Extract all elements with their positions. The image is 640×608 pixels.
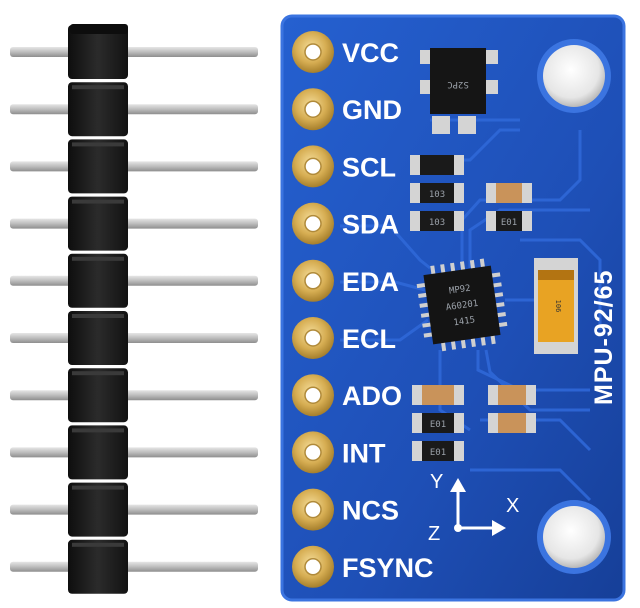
pin-pad-ecl bbox=[292, 317, 334, 359]
pin-label-gnd: GND bbox=[342, 95, 402, 125]
pin-pad-sda bbox=[292, 202, 334, 245]
mpu-marking-line3: 1415 bbox=[453, 315, 476, 328]
pin-label-vcc: VCC bbox=[342, 38, 399, 68]
resistor-marking-e: E01 bbox=[430, 448, 446, 458]
pin-label-ncs: NCS bbox=[342, 496, 399, 526]
smd-resistor-5: E01 bbox=[412, 413, 464, 433]
header-pin-ado bbox=[10, 368, 258, 423]
smd-capacitor-3 bbox=[488, 385, 536, 405]
voltage-regulator-chip: S2PC bbox=[420, 48, 498, 134]
header-pin-ecl bbox=[10, 311, 258, 365]
resistor-marking-d: E01 bbox=[430, 420, 446, 430]
resistor-marking-b: 103 bbox=[429, 218, 445, 228]
resistor-marking-c: E01 bbox=[501, 218, 517, 228]
pin-pad-int bbox=[292, 431, 334, 474]
board-name-label: MPU-92/65 bbox=[590, 270, 618, 405]
smd-capacitor-2 bbox=[412, 385, 464, 405]
pin-pad-fsync bbox=[292, 545, 334, 588]
pin-pad-scl bbox=[292, 145, 334, 188]
smd-resistor-4: E01 bbox=[486, 211, 532, 231]
header-pin-eda bbox=[10, 253, 258, 308]
mpu-marking-line1: MP92 bbox=[448, 284, 471, 297]
header-pin-vcc bbox=[10, 25, 258, 79]
pin-label-sda: SDA bbox=[342, 210, 399, 240]
axis-y-label: Y bbox=[430, 471, 443, 493]
pin-label-ado: ADO bbox=[342, 381, 402, 411]
header-pin-ncs bbox=[10, 482, 258, 537]
pin-pad-ncs bbox=[292, 488, 334, 531]
pcb-traces bbox=[340, 118, 602, 502]
smd-resistor-6: E01 bbox=[412, 441, 464, 461]
smd-capacitor-4 bbox=[488, 413, 536, 433]
pin-pad-vcc bbox=[292, 31, 334, 73]
pin-pad-gnd bbox=[292, 88, 334, 131]
axis-z-label: Z bbox=[428, 523, 440, 545]
resistor-marking-a: 103 bbox=[429, 190, 445, 200]
pin-pad-ado bbox=[292, 374, 334, 417]
smd-resistor-2: 103 bbox=[410, 183, 464, 203]
capacitor-marking: 106 bbox=[554, 300, 562, 313]
regulator-marking: S2PC bbox=[447, 79, 469, 89]
header-pin-strip bbox=[10, 24, 258, 594]
smd-capacitor-1 bbox=[486, 183, 532, 203]
pin-label-ecl: ECL bbox=[342, 324, 396, 354]
header-pin-gnd bbox=[10, 82, 258, 137]
mpu9250-sensor-chip: MP92 A60201 1415 bbox=[416, 258, 508, 352]
pin-label-int: INT bbox=[342, 438, 386, 468]
header-pin-int bbox=[10, 425, 258, 480]
pcb-board: S2PC 103 103 E01 MP9 bbox=[280, 14, 626, 602]
pin-label-eda: EDA bbox=[342, 267, 399, 297]
header-pin-fsync bbox=[10, 539, 258, 594]
pin-label-scl: SCL bbox=[342, 152, 396, 182]
header-pin-sda bbox=[10, 196, 258, 251]
pin-label-fsync: FSYNC bbox=[342, 553, 434, 583]
pin-pad-eda bbox=[292, 259, 334, 302]
header-pin-scl bbox=[10, 139, 258, 194]
axis-x-label: X bbox=[506, 495, 519, 517]
axis-indicator bbox=[450, 478, 506, 536]
smd-resistor-1 bbox=[410, 155, 464, 175]
smd-resistor-3: 103 bbox=[410, 211, 464, 231]
mpu-marking-line2: A60201 bbox=[445, 299, 479, 313]
tantalum-capacitor: 106 bbox=[534, 258, 578, 354]
